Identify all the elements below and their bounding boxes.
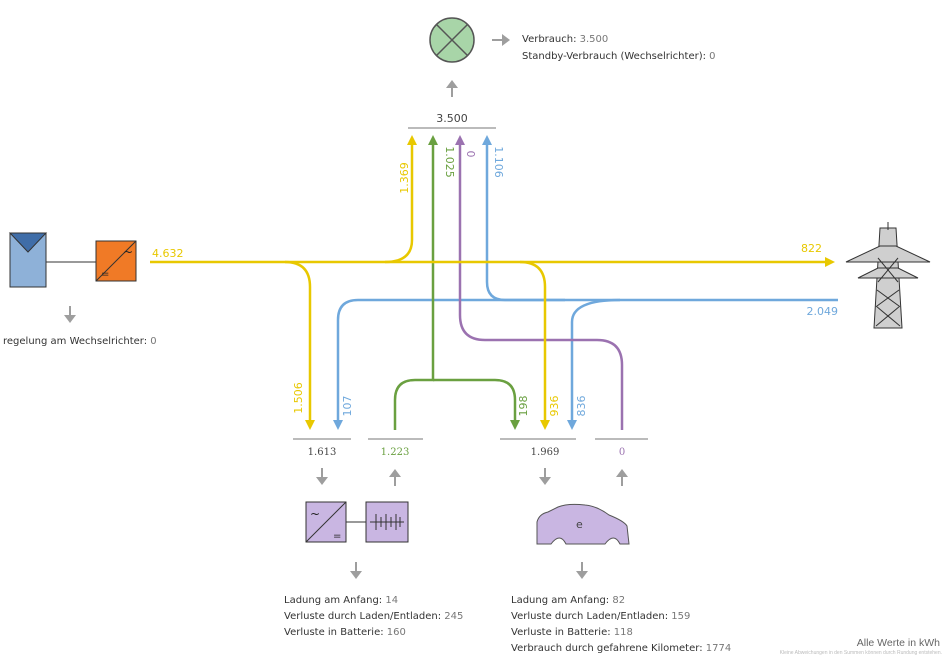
electric-car-icon: e (536, 503, 630, 545)
pv-info-line: regelung am Wechselrichter: 0 (3, 336, 157, 348)
car-info-value: 1774 (705, 643, 732, 654)
svg-text:=: = (333, 531, 341, 542)
battery-discharge-total: 1.223 (381, 447, 410, 458)
car-info-label: Verluste durch Laden/Entladen: (511, 611, 672, 622)
consumer-info-line-2: Standby-Verbrauch (Wechselrichter): 0 (522, 51, 716, 63)
consumer-info-line-1: Verbrauch: 3.500 (522, 34, 608, 46)
inverter-icon: ~ = (95, 240, 137, 282)
svg-text:=: = (101, 269, 109, 280)
arrow-down-to-battery (316, 468, 328, 485)
battery-info-value: 160 (386, 627, 406, 638)
label-grid-to-consumption: 1.106 (492, 146, 505, 178)
flow-car-to-consumption (455, 135, 624, 430)
consumer-consumption-value: 3.500 (579, 34, 609, 45)
rounding-note: Kleine Abweichungen in den Summen können… (779, 650, 942, 656)
car-info-line-3: Verluste in Batterie: 118 (511, 627, 633, 639)
lamp-consumer-icon (429, 17, 475, 63)
svg-text:~: ~ (123, 245, 133, 259)
flow-pv-to-battery (284, 260, 315, 430)
arrow-up-to-consumer (446, 80, 458, 97)
pv-info-label: regelung am Wechselrichter: (3, 336, 151, 347)
car-info-label: Verbrauch durch gefahrene Kilometer: (511, 643, 706, 654)
label-pv-to-battery: 1.506 (292, 382, 305, 414)
flow-pv-to-consumption (384, 135, 417, 264)
arrow-right-consumer-info (492, 34, 510, 46)
battery-info-line-2: Verluste durch Laden/Entladen: 245 (284, 611, 463, 623)
arrow-up-from-car (616, 469, 628, 486)
consumer-standby-value: 0 (709, 51, 716, 62)
car-charge-total: 1.969 (531, 447, 560, 458)
label-battery-to-car: 198 (517, 396, 530, 417)
flow-pv-to-car (519, 260, 550, 430)
power-pylon-icon (845, 222, 931, 329)
car-info-value: 118 (613, 627, 633, 638)
consumption-total: 3.500 (436, 112, 468, 125)
car-info-value: 159 (671, 611, 691, 622)
arrow-down-battery-info (350, 562, 362, 579)
label-pv-production: 4.632 (152, 247, 184, 260)
svg-text:e: e (576, 518, 583, 531)
battery-info-label: Verluste in Batterie: (284, 627, 387, 638)
car-info-line-2: Verluste durch Laden/Entladen: 159 (511, 611, 690, 623)
consumer-consumption-label: Verbrauch: (522, 34, 580, 45)
solar-panel-icon (8, 232, 48, 288)
label-car-to-consumption: 0 (464, 151, 477, 158)
svg-text:~: ~ (310, 507, 320, 521)
flow-battery-to-car (433, 378, 520, 430)
car-info-label: Ladung am Anfang: (511, 595, 613, 606)
units-note: Alle Werte in kWh (856, 637, 940, 649)
pv-info-value: 0 (150, 336, 157, 347)
flow-battery-to-consumption (393, 135, 438, 430)
car-info-value: 82 (612, 595, 626, 606)
battery-info-line-1: Ladung am Anfang: 14 (284, 595, 398, 607)
battery-info-value: 14 (385, 595, 399, 606)
consumer-standby-label: Standby-Verbrauch (Wechselrichter): (522, 51, 710, 62)
battery-icon (365, 501, 409, 543)
arrow-up-from-battery (389, 469, 401, 486)
label-grid-purchase: 2.049 (807, 305, 839, 318)
label-battery-to-consumption: 1.025 (443, 146, 456, 178)
car-info-line-1: Ladung am Anfang: 82 (511, 595, 625, 607)
car-discharge-total: 0 (619, 447, 625, 458)
car-info-line-4: Verbrauch durch gefahrene Kilometer: 177… (511, 643, 731, 655)
arrow-down-pv-info (64, 306, 76, 323)
arrow-down-car-info (576, 562, 588, 579)
label-grid-feed-in: 822 (801, 242, 822, 255)
arrow-down-to-car (539, 468, 551, 485)
label-pv-to-car: 936 (548, 396, 561, 417)
flow-grid-to-battery (333, 298, 565, 430)
car-info-label: Verluste in Batterie: (511, 627, 614, 638)
battery-info-label: Verluste durch Laden/Entladen: (284, 611, 445, 622)
battery-info-label: Ladung am Anfang: (284, 595, 386, 606)
flow-grid-to-car (567, 298, 621, 430)
battery-info-line-3: Verluste in Batterie: 160 (284, 627, 406, 639)
label-pv-to-consumption: 1.369 (398, 162, 411, 194)
label-grid-to-battery: 107 (341, 396, 354, 417)
battery-inverter-icon: ~ = (305, 501, 347, 543)
label-grid-to-car: 836 (575, 396, 588, 417)
battery-info-value: 245 (444, 611, 464, 622)
battery-charge-total: 1.613 (308, 447, 337, 458)
